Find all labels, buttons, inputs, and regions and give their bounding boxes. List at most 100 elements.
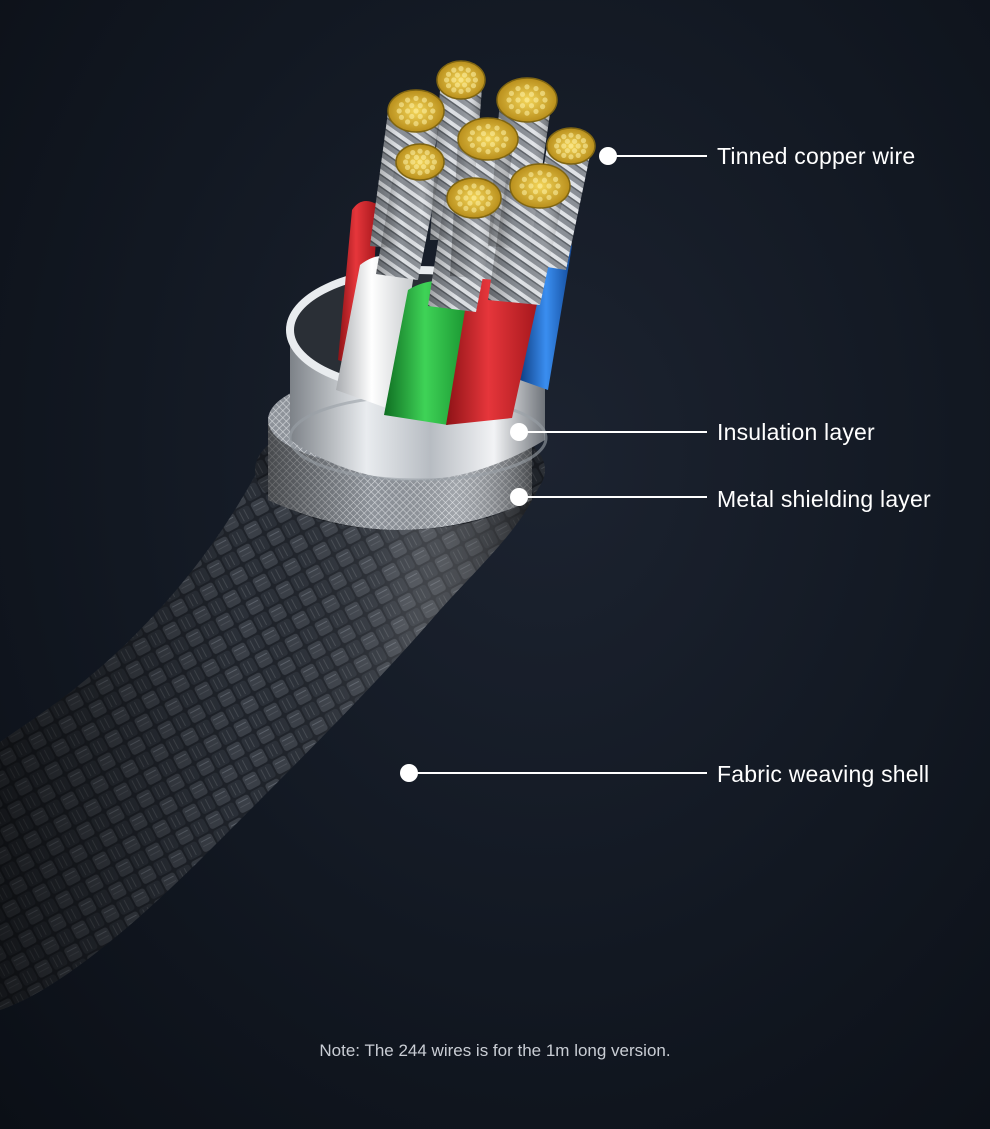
copper-strand-dot [479,205,485,211]
copper-strand-dot [467,136,473,142]
copper-strand-dot [403,159,409,165]
copper-strand-dot [454,82,460,88]
copper-strand-dot [568,143,574,149]
copper-strand-dot [458,88,464,94]
copper-strand-dot [470,83,477,89]
copper-strand-dot [427,114,434,120]
copper-strand-dot [451,87,457,93]
copper-strand-dot [463,205,469,211]
copper-strand-dot [494,147,500,153]
copper-strand-dot [494,136,500,142]
copper-strand-dot [409,113,415,120]
copper-strand-dot [552,190,559,196]
copper-strand-dot [454,72,460,78]
copper-strand-dot [541,177,548,183]
insulated-conductors [336,201,572,425]
copper-strand-dot [489,141,496,148]
callout-insulation [510,423,707,441]
copper-strand-dot [580,138,587,144]
copper-strand-dot [405,119,411,125]
copper-strand-dot [555,138,562,144]
copper-strand-dot [575,152,581,158]
copper-strand-dot [489,130,496,137]
copper-strand-dot [541,189,548,195]
copper-strand-dot [500,142,507,148]
copper-strand-dot [532,189,539,195]
copper-strand-dot [463,185,469,191]
copper-strand-dot [479,185,485,191]
copper-strand-dot [532,177,539,183]
copper-strand-dot [429,154,436,160]
copper-strand-dot [421,108,427,114]
copper-strand-dot [480,130,487,137]
copper-strand-dot [582,143,589,149]
copper-strand-dot [465,87,471,93]
label-tinned-copper-wire: Tinned copper wire [717,143,916,169]
copper-strand-dot [528,103,535,109]
callout-tinned-copper [599,147,707,165]
copper-strand-dot [564,148,571,154]
copper-strand-dot [475,190,481,196]
copper-strand-dot [539,90,546,96]
copper-strand-dot [405,108,411,114]
copper-strand-dot [503,136,509,142]
copper-strand-dot [515,97,521,103]
copper-strand-dot [485,136,491,142]
copper-strand-dot [424,159,430,165]
copper-strand-dot [467,200,473,206]
copper-strand-dot [524,84,530,90]
copper-strand-dot [506,97,512,103]
copper-strand-dot [470,71,477,77]
copper-strand-dot [424,168,430,174]
copper-strand-dot [463,195,469,201]
copper-strand-dot [533,108,539,115]
copper-strand-dot [469,142,476,148]
copper-strand-dot [519,103,526,109]
copper-strand-dot [451,77,457,83]
copper-strand-dot [471,183,477,189]
copper-strand-dot [410,168,416,174]
copper-strand-dot [417,159,423,165]
copper-strand-dot [564,138,571,144]
copper-strand-dot [458,77,464,83]
copper-strand-dot [515,108,521,115]
copper-strand-dot [568,132,574,138]
copper-strand-dot [462,82,468,88]
copper-strand-dot [429,164,436,170]
copper-strand-dot [444,77,450,83]
label-insulation-layer: Insulation layer [717,419,875,445]
label-metal-shielding-layer: Metal shielding layer [717,486,931,512]
copper-strand-dot [457,189,463,195]
copper-strand-dot [479,195,485,201]
copper-strand-dot [500,130,507,136]
copper-strand-dot [552,176,559,182]
copper-strand-dot [413,95,419,101]
copper-strand-dot [417,102,423,109]
copper-strand-dot [457,201,463,207]
copper-strand-dot [413,164,419,170]
copper-strand-dot [537,183,543,189]
copper-strand-dot [462,72,468,78]
copper-strand-dot [508,90,515,96]
copper-strand-dot [524,110,530,116]
copper-strand-dot [524,97,530,103]
copper-strand-dot [445,83,452,89]
copper-strand-dot [469,130,476,136]
copper-strand-dot [475,200,481,206]
copper-strand-dot [421,119,427,125]
copper-strand-dot [451,67,457,73]
copper-strand-dot [417,148,423,154]
copper-strand-dot [455,195,461,201]
copper-strand-dot [427,102,434,108]
footnote: Note: The 244 wires is for the 1m long v… [319,1041,671,1060]
copper-strand-dot [465,77,471,83]
copper-strand-dot [431,159,437,165]
label-fabric-weaving-shell: Fabric weaving shell [717,761,930,787]
copper-strand-dot [539,104,546,110]
copper-strand-dot [572,148,578,154]
copper-strand-dot [554,143,560,149]
copper-strand-dot [485,189,491,195]
copper-strand-dot [445,71,452,77]
copper-strand-dot [561,134,567,140]
copper-strand-dot [430,108,436,114]
